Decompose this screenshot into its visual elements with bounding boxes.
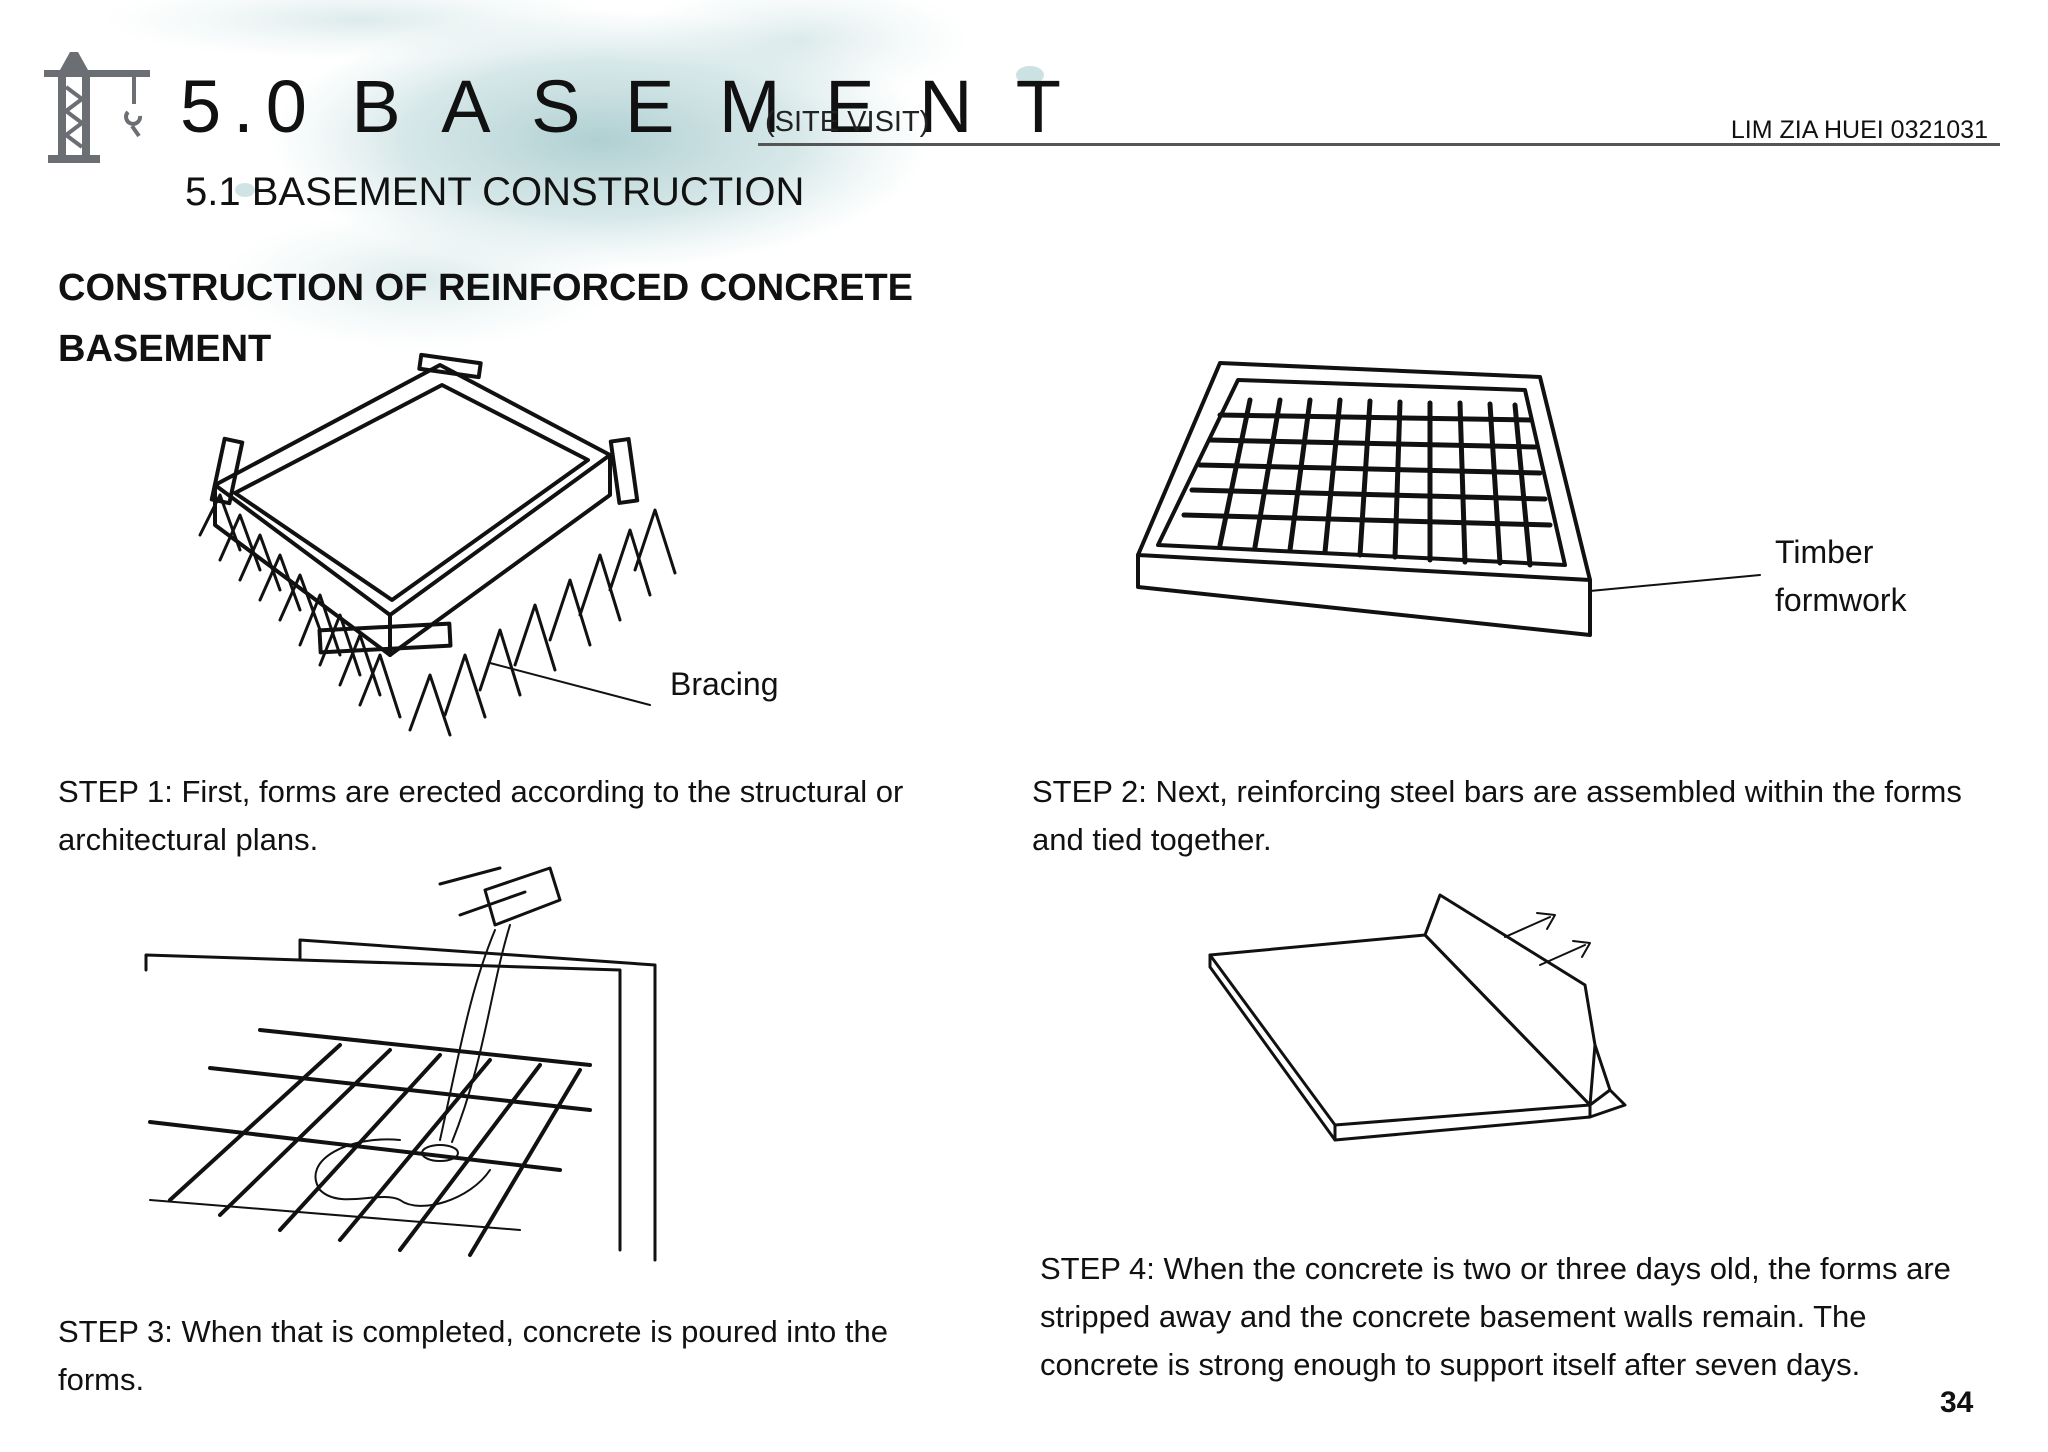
timber-label-line1: Timber xyxy=(1775,534,1874,570)
step-2-caption: STEP 2: Next, reinforcing steel bars are… xyxy=(1032,774,1962,857)
bracing-label: Bracing xyxy=(670,666,779,702)
header-divider xyxy=(758,143,2000,146)
formwork-bracing-drawing xyxy=(198,352,677,737)
timber-label-line2: formwork xyxy=(1775,582,1907,618)
author-label: LIM ZIA HUEI 0321031 xyxy=(1730,116,1988,144)
timber-formwork-drawing xyxy=(1136,361,1761,637)
section-title: 5.0 B A S E M E N T xyxy=(180,65,1073,148)
section-note: (SITE VISIT) xyxy=(765,106,930,138)
crane-icon xyxy=(44,52,150,163)
page-heading: CONSTRUCTION OF REINFORCED CONCRETE BASE… xyxy=(58,267,913,370)
step-4-caption: STEP 4: When the concrete is two or thre… xyxy=(1040,1251,1951,1382)
watercolor-background xyxy=(100,0,1044,350)
step-3-caption: STEP 3: When that is completed, concrete… xyxy=(58,1314,888,1397)
step-1-caption: STEP 1: First, forms are erected accordi… xyxy=(58,774,904,857)
stripped-form-drawing xyxy=(1208,893,1627,1142)
concrete-pouring-drawing xyxy=(144,866,657,1262)
subsection-title: 5.1 BASEMENT CONSTRUCTION xyxy=(185,170,805,214)
page-number: 34 xyxy=(1940,1386,1974,1419)
